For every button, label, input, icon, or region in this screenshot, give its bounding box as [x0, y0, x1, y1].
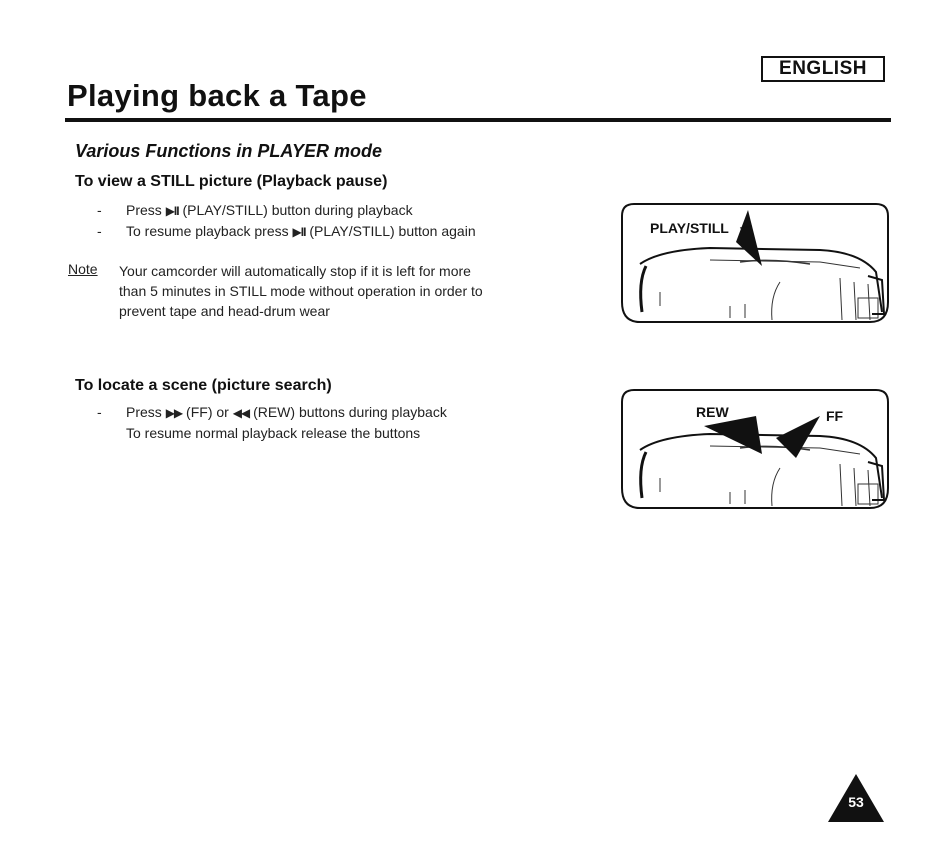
bullet-text: (PLAY/STILL) button during playback: [182, 202, 413, 218]
ff-callout: FF: [826, 408, 844, 424]
title-divider: [65, 118, 891, 122]
play-still-icon: ▶II: [165, 204, 180, 218]
bullet-dash: -: [97, 202, 102, 218]
play-still-callout: PLAY/STILL: [650, 220, 729, 236]
note-line: Your camcorder will automatically stop i…: [119, 263, 471, 279]
bullet-text: (REW) buttons during playback: [253, 404, 447, 420]
bullet-text: (FF) or: [186, 404, 229, 420]
still-heading: To view a STILL picture (Playback pause): [75, 173, 388, 190]
bullet-text: To resume normal playback release the bu…: [126, 425, 421, 441]
section-title: Various Functions in PLAYER mode: [75, 141, 383, 161]
page-number: 53: [848, 794, 864, 810]
still-bullet-2: - To resume playback press ▶II (PLAY/STI…: [97, 223, 476, 239]
rew-callout: REW: [696, 404, 729, 420]
language-badge: ENGLISH: [761, 56, 885, 82]
page-title: Playing back a Tape: [67, 78, 367, 113]
bullet-dash: -: [97, 404, 102, 420]
play-still-icon: ▶II: [292, 225, 307, 239]
bullet-text: (PLAY/STILL) button again: [309, 223, 476, 239]
camcorder-illustration-play-still: PLAY/STILL: [620, 202, 890, 324]
note-line: prevent tape and head-drum wear: [119, 303, 330, 319]
camcorder-drawing: [621, 389, 889, 509]
bullet-text: Press: [126, 202, 162, 218]
note-line: than 5 minutes in STILL mode without ope…: [119, 283, 483, 299]
search-bullet-2: To resume normal playback release the bu…: [126, 425, 420, 441]
fast-forward-icon: ▶▶: [165, 406, 183, 420]
camcorder-illustration-rew-ff: REW FF: [620, 388, 890, 510]
note-text: Your camcorder will automatically stop i…: [119, 261, 539, 321]
search-bullet-1: - Press ▶▶ (FF) or ◀◀ (REW) buttons duri…: [97, 404, 447, 420]
still-bullet-1: - Press ▶II (PLAY/STILL) button during p…: [97, 202, 413, 218]
camcorder-drawing: [621, 203, 889, 323]
bullet-text: To resume playback press: [126, 223, 289, 239]
note-label: Note: [68, 261, 98, 277]
rewind-icon: ◀◀: [232, 406, 250, 420]
search-heading: To locate a scene (picture search): [75, 377, 332, 394]
page-number-triangle: [828, 774, 884, 822]
bullet-text: Press: [126, 404, 162, 420]
bullet-dash: -: [97, 223, 102, 239]
